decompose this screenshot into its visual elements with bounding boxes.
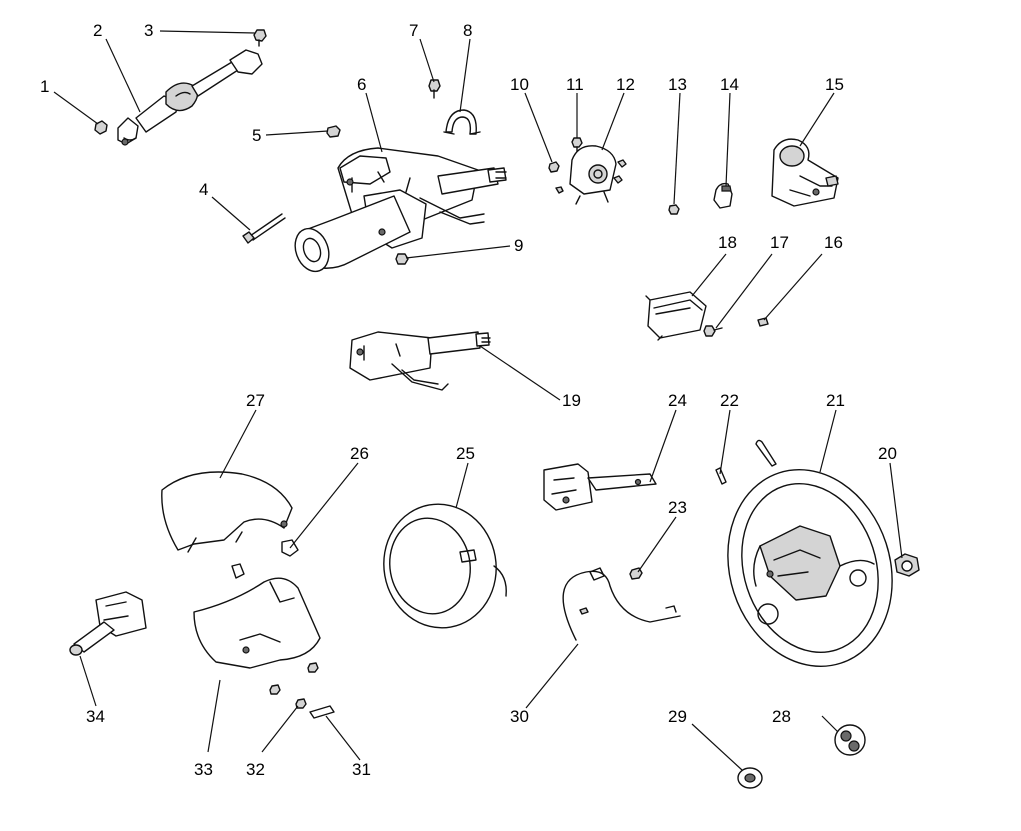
callout-13: 13: [668, 75, 687, 94]
part-5-bolt: [326, 125, 341, 138]
part-24-multifunction-switch: [543, 463, 657, 511]
callout-28: 28: [772, 707, 791, 726]
callout-24: 24: [668, 391, 687, 410]
callout-34: 34: [86, 707, 105, 726]
callout-22: 22: [720, 391, 739, 410]
part-11-screw: [571, 137, 583, 154]
callout-29: 29: [668, 707, 687, 726]
part-17-screw: [703, 325, 723, 337]
callout-32: 32: [246, 760, 265, 779]
callout-10: 10: [510, 75, 529, 94]
part-33-lower-shroud: [193, 577, 321, 669]
part-8-clip: [443, 109, 481, 135]
callout-30: 30: [510, 707, 529, 726]
part-10-screw: [548, 161, 560, 173]
part-26-clip: [231, 539, 299, 579]
callout-11: 11: [566, 75, 584, 94]
part-18-module: [645, 291, 707, 341]
callout-5: 5: [252, 126, 261, 145]
part-2-intermediate-shaft: [117, 49, 263, 146]
part-7-bolt: [428, 79, 441, 99]
callout-15: 15: [825, 75, 844, 94]
callout-9: 9: [514, 236, 523, 255]
callout-16: 16: [824, 233, 843, 252]
callout-27: 27: [246, 391, 265, 410]
part-15-lock-housing: [771, 138, 839, 207]
part-4-long-bolt: [242, 213, 286, 244]
part-20-nut: [894, 553, 920, 577]
callout-14: 14: [720, 75, 739, 94]
callout-12: 12: [616, 75, 635, 94]
part-28-switch: [834, 724, 866, 756]
part-3-bolt: [253, 29, 267, 47]
callout-26: 26: [350, 444, 369, 463]
callout-labels: 1 2 3 4 5 6 7 8 9 10 11 12 13 14 15 16 1…: [40, 21, 897, 779]
callout-33: 33: [194, 760, 213, 779]
part-6-steering-column: [294, 147, 507, 273]
callout-8: 8: [463, 21, 472, 40]
part-30-wiring-harness: [562, 567, 681, 641]
callout-6: 6: [357, 75, 366, 94]
callout-25: 25: [456, 444, 475, 463]
part-1-bolt: [94, 120, 108, 135]
part-13-screw: [668, 204, 680, 215]
part-25-airbag: [383, 503, 507, 629]
callout-7: 7: [409, 21, 418, 40]
leader-lines: [53, 30, 903, 771]
callout-23: 23: [668, 498, 687, 517]
callout-17: 17: [770, 233, 789, 252]
callout-21: 21: [826, 391, 845, 410]
part-12-ignition-switch: [555, 145, 627, 205]
callout-4: 4: [199, 180, 208, 199]
part-19-steering-column: [349, 331, 491, 391]
callout-18: 18: [718, 233, 737, 252]
part-22-clip: [715, 439, 777, 485]
part-14-switch: [713, 182, 733, 209]
part-31-bracket: [309, 705, 335, 719]
part-32-screw: [269, 662, 319, 709]
part-34-switch-stalk: [69, 591, 147, 656]
part-27-upper-shroud: [161, 471, 293, 553]
callout-3: 3: [144, 21, 153, 40]
callout-1: 1: [40, 77, 49, 96]
part-9-bolt: [395, 253, 409, 265]
callout-2: 2: [93, 21, 102, 40]
callout-19: 19: [562, 391, 581, 410]
part-16-block: [757, 317, 769, 327]
callout-20: 20: [878, 444, 897, 463]
part-29-switch: [737, 767, 763, 789]
callout-31: 31: [352, 760, 371, 779]
part-21-steering-wheel: [727, 469, 893, 667]
